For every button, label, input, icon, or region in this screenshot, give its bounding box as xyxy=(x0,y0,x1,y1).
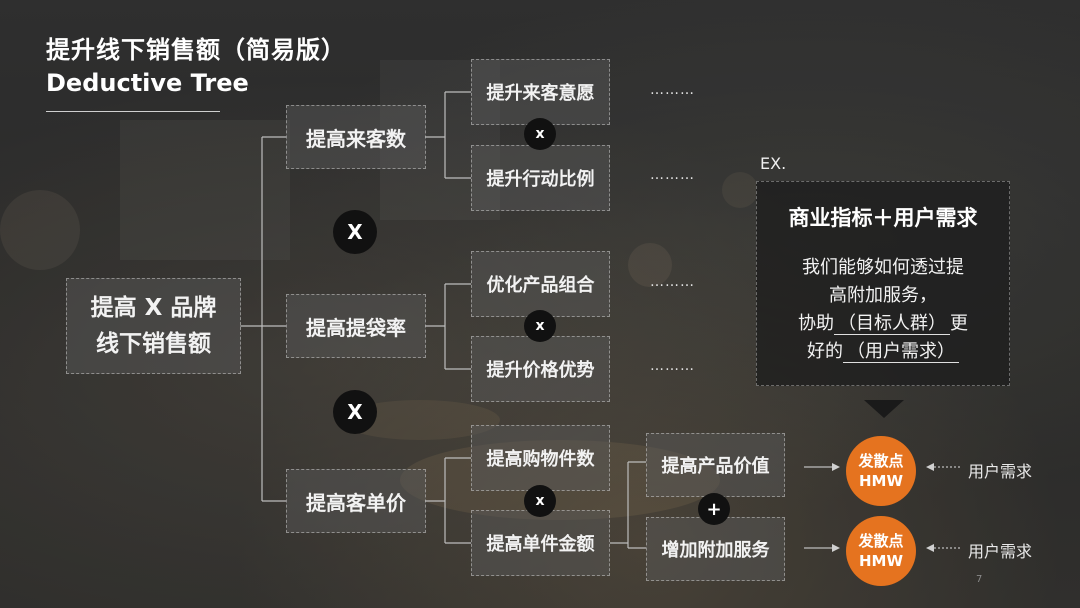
node-item-count: 提高购物件数 xyxy=(471,425,610,491)
user-need-blank: （用户需求） xyxy=(843,341,959,363)
root-line-1: 提高 X 品牌 xyxy=(90,295,217,321)
node-action-ratio: 提升行动比例 xyxy=(471,145,610,211)
ellipsis-1: ……… xyxy=(650,82,695,98)
hmw-circle-2: 发散点 HMW xyxy=(846,516,916,586)
example-panel: 商业指标＋用户需求 我们能够如何透过提 高附加服务， 协助（目标人群）更 好的（… xyxy=(756,181,1010,386)
hmw-circle-2-line-1: 发散点 xyxy=(858,532,904,550)
root-line-2: 线下销售额 xyxy=(96,331,211,357)
panel-pointer-triangle xyxy=(864,400,904,418)
example-line-3: 协助（目标人群）更 xyxy=(757,310,1009,338)
hmw-circle-1-line-2: HMW xyxy=(858,472,904,490)
example-line-4: 好的（用户需求） xyxy=(757,338,1009,366)
multiply-operator-3: x xyxy=(524,118,556,150)
ellipsis-4: ……… xyxy=(650,358,695,374)
hmw-circle-1: 发散点 HMW xyxy=(846,436,916,506)
ellipsis-3: ……… xyxy=(650,274,695,290)
node-increase-conversion: 提高提袋率 xyxy=(286,294,426,358)
example-line-2: 高附加服务， xyxy=(829,285,937,306)
node-visit-intent: 提升来客意愿 xyxy=(471,59,610,125)
user-need-label-2: 用户需求 xyxy=(968,542,1033,561)
node-item-value: 提高单件金额 xyxy=(471,510,610,576)
page-title: 提升线下销售额（简易版） xyxy=(46,36,346,64)
example-tag: EX. xyxy=(760,154,787,173)
node-increase-basket: 提高客单价 xyxy=(286,469,426,533)
example-line-3-suffix: 更 xyxy=(950,313,968,334)
node-increase-traffic: 提高来客数 xyxy=(286,105,426,169)
example-panel-title: 商业指标＋用户需求 xyxy=(788,206,978,230)
multiply-operator-4: x xyxy=(524,310,556,342)
user-need-label-1: 用户需求 xyxy=(968,462,1033,481)
multiply-operator-2: X xyxy=(333,390,377,434)
node-product-mix: 优化产品组合 xyxy=(471,251,610,317)
plus-operator: + xyxy=(698,493,730,525)
multiply-operator-5: x xyxy=(524,485,556,517)
example-line-3-prefix: 协助 xyxy=(798,313,834,334)
hmw-circle-2-line-2: HMW xyxy=(858,552,904,570)
example-line-1: 我们能够如何透过提 xyxy=(802,257,964,278)
hmw-circle-1-line-1: 发散点 xyxy=(858,452,904,470)
node-added-service: 增加附加服务 xyxy=(646,517,785,581)
example-line-4-prefix: 好的 xyxy=(807,341,843,362)
multiply-operator-1: X xyxy=(333,210,377,254)
node-product-value: 提高产品价值 xyxy=(646,433,785,497)
target-group-blank: （目标人群） xyxy=(834,313,950,335)
page-number: 7 xyxy=(976,574,983,585)
page-subtitle: Deductive Tree xyxy=(46,69,249,97)
ellipsis-2: ……… xyxy=(650,167,695,183)
root-node: 提高 X 品牌 线下销售额 xyxy=(66,278,241,374)
example-panel-body: 我们能够如何透过提 高附加服务， 协助（目标人群）更 好的（用户需求） xyxy=(757,254,1009,366)
node-price-advantage: 提升价格优势 xyxy=(471,336,610,402)
title-underline xyxy=(46,111,220,112)
